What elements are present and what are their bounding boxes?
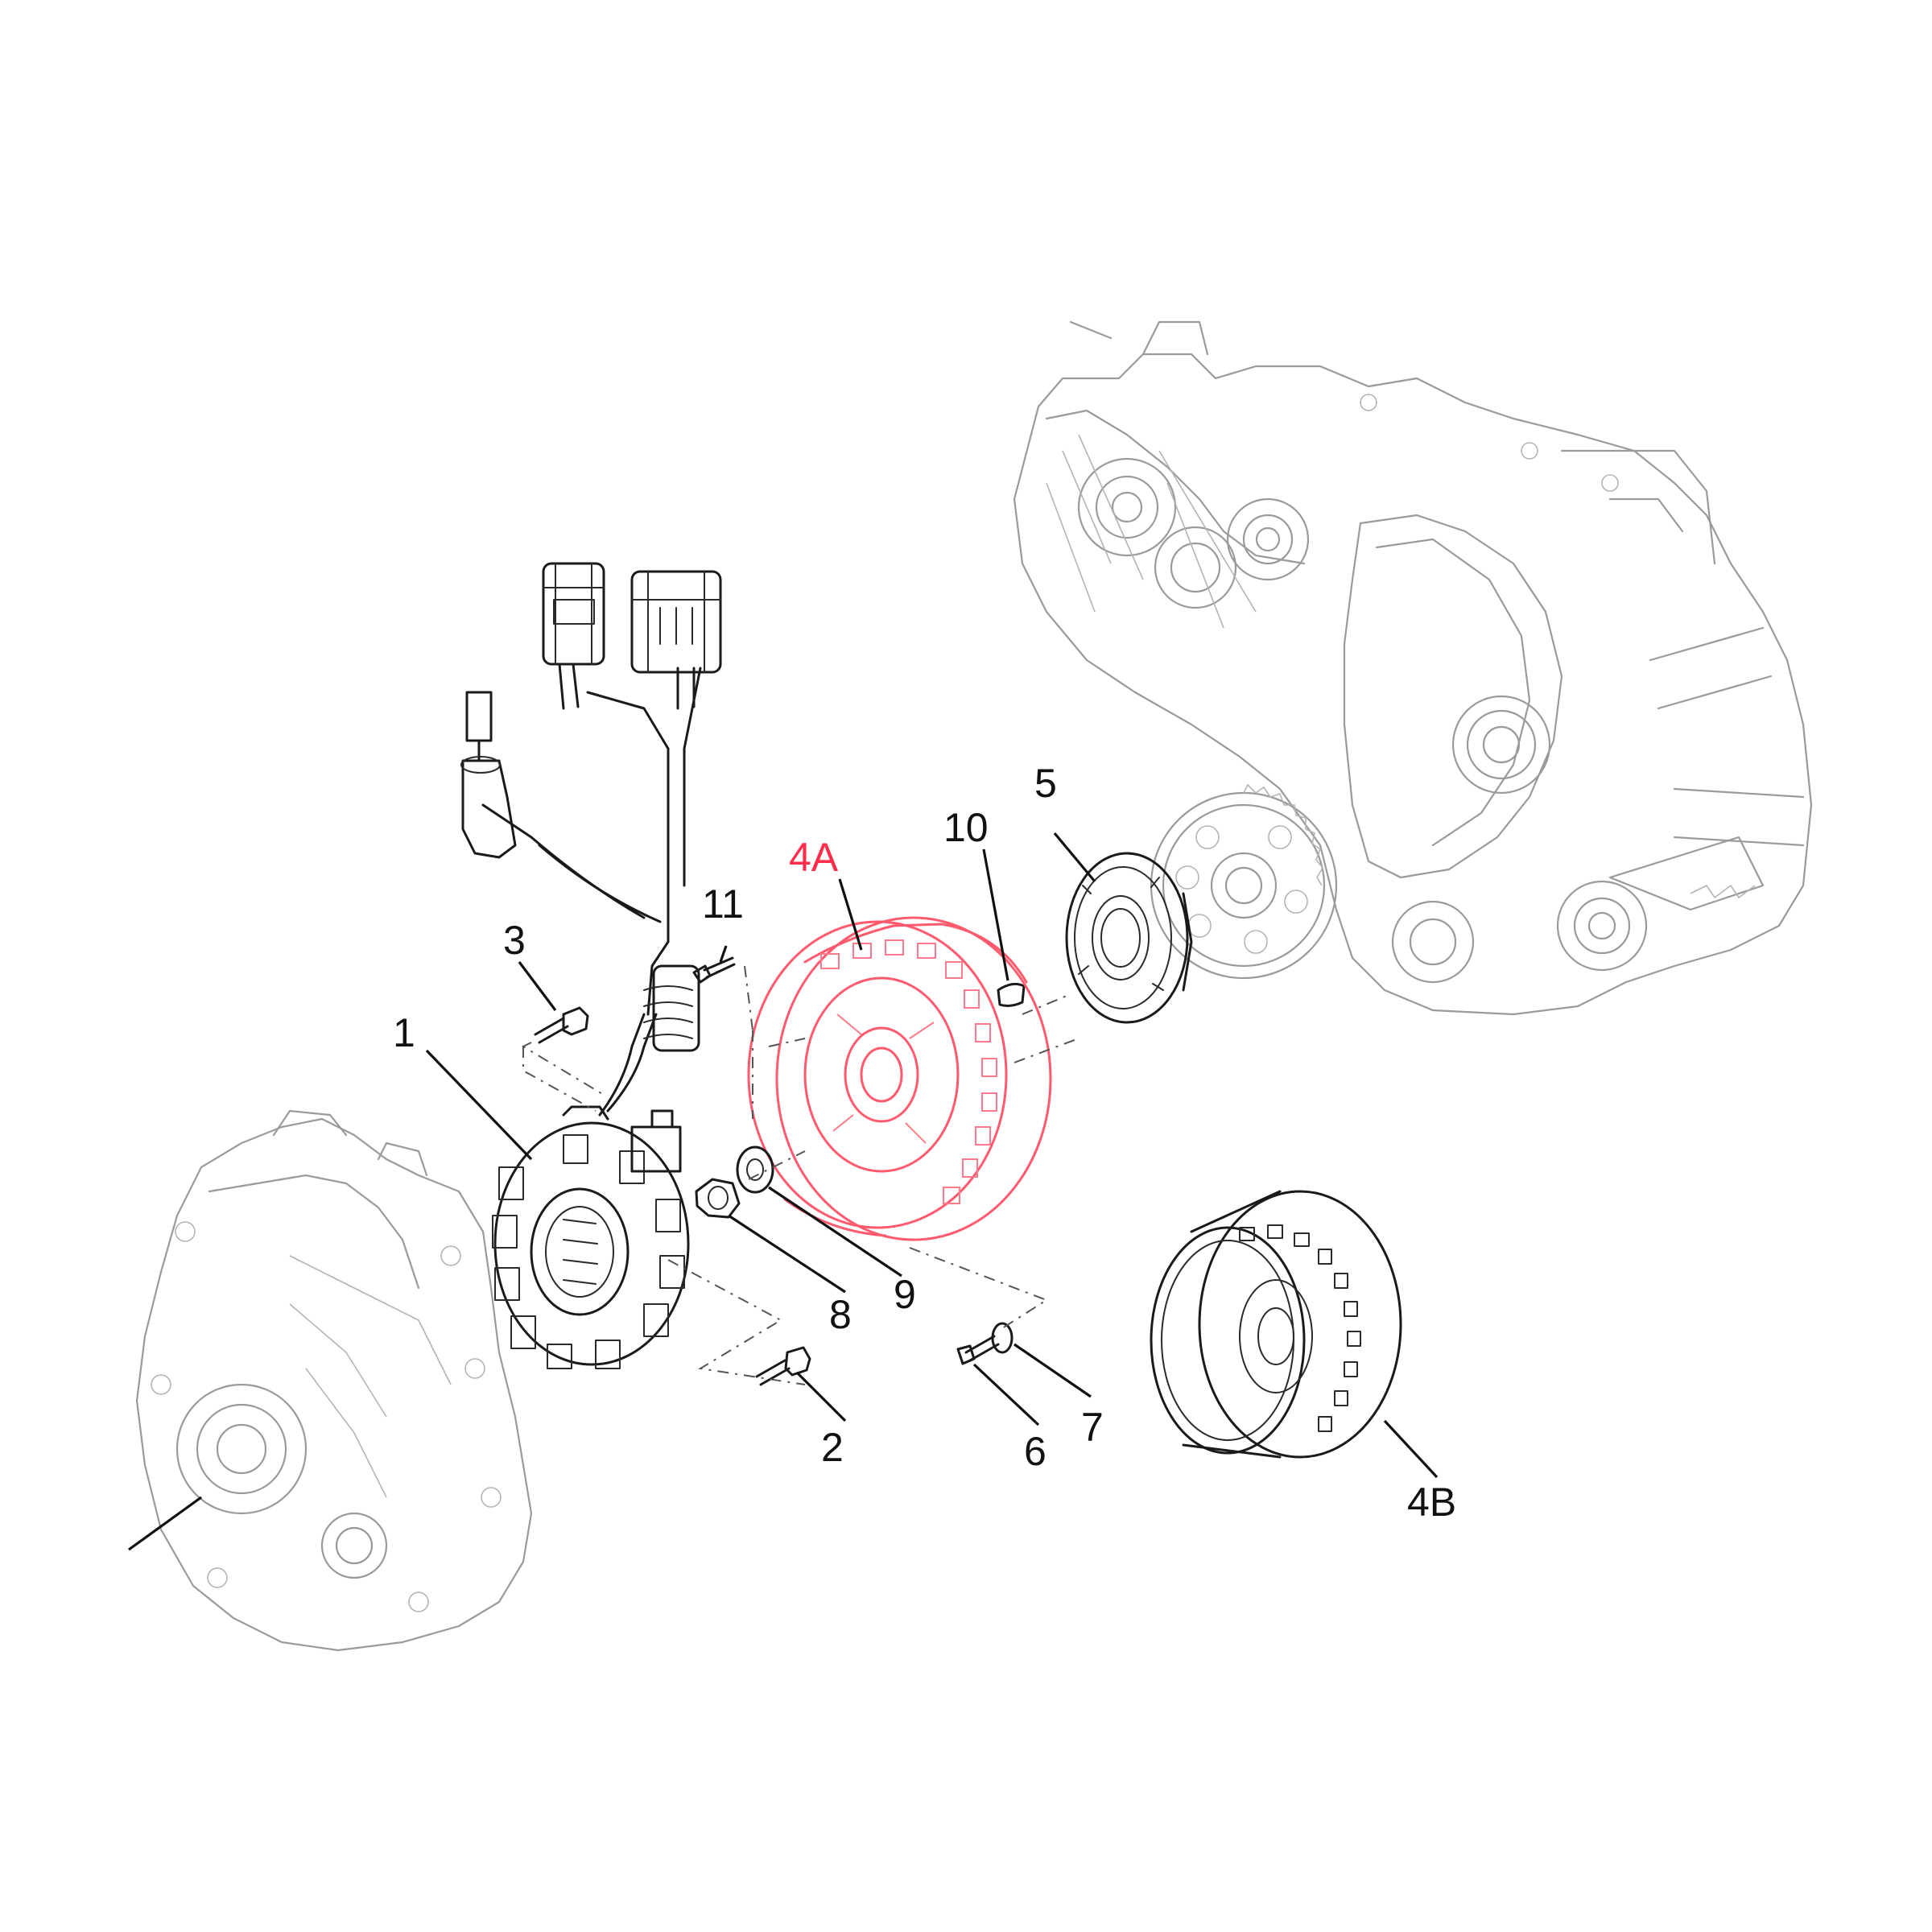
callout-4b: 4B — [1407, 1480, 1456, 1525]
starter-gear — [1150, 783, 1338, 980]
wiring-harness — [460, 562, 722, 1117]
rotor-4b-magnet-slots — [1239, 1224, 1361, 1432]
woodruff-key — [997, 982, 1026, 1007]
bolt-3 — [534, 1006, 589, 1044]
callout-labels: 1 2 3 4A 4B 5 6 7 8 9 10 11 — [393, 761, 1456, 1525]
connector-small — [542, 562, 605, 666]
bolt-2 — [755, 1346, 811, 1386]
assembly-centerlines — [521, 965, 1080, 1385]
engine-crankcase — [1013, 320, 1813, 1016]
washer-7 — [991, 1322, 1013, 1354]
leader-lines — [128, 832, 1439, 1551]
rotor-4a-highlighted — [747, 916, 1052, 1241]
callout-11: 11 — [702, 881, 744, 927]
callout-6: 6 — [1024, 1429, 1046, 1474]
washer-9 — [736, 1146, 774, 1194]
callout-9: 9 — [894, 1272, 916, 1317]
generator-cover — [135, 1109, 533, 1652]
callout-5: 5 — [1034, 761, 1057, 806]
nut-8 — [695, 1178, 741, 1219]
callout-1: 1 — [393, 1010, 415, 1055]
rotor-4b — [1150, 1190, 1402, 1459]
callout-8: 8 — [829, 1292, 852, 1337]
callout-2: 2 — [821, 1425, 844, 1470]
bolt-11 — [692, 956, 736, 984]
one-way-clutch — [1065, 852, 1193, 1024]
pickup-sensor — [460, 691, 517, 859]
stator-coils — [492, 1134, 685, 1369]
callout-4a: 4A — [789, 835, 839, 880]
callout-3: 3 — [503, 918, 526, 963]
stator — [492, 1105, 690, 1369]
rotor-4a-magnet-slots — [820, 939, 997, 1204]
callout-10: 10 — [943, 805, 989, 850]
connector-large — [630, 570, 722, 674]
callout-7: 7 — [1081, 1405, 1104, 1450]
